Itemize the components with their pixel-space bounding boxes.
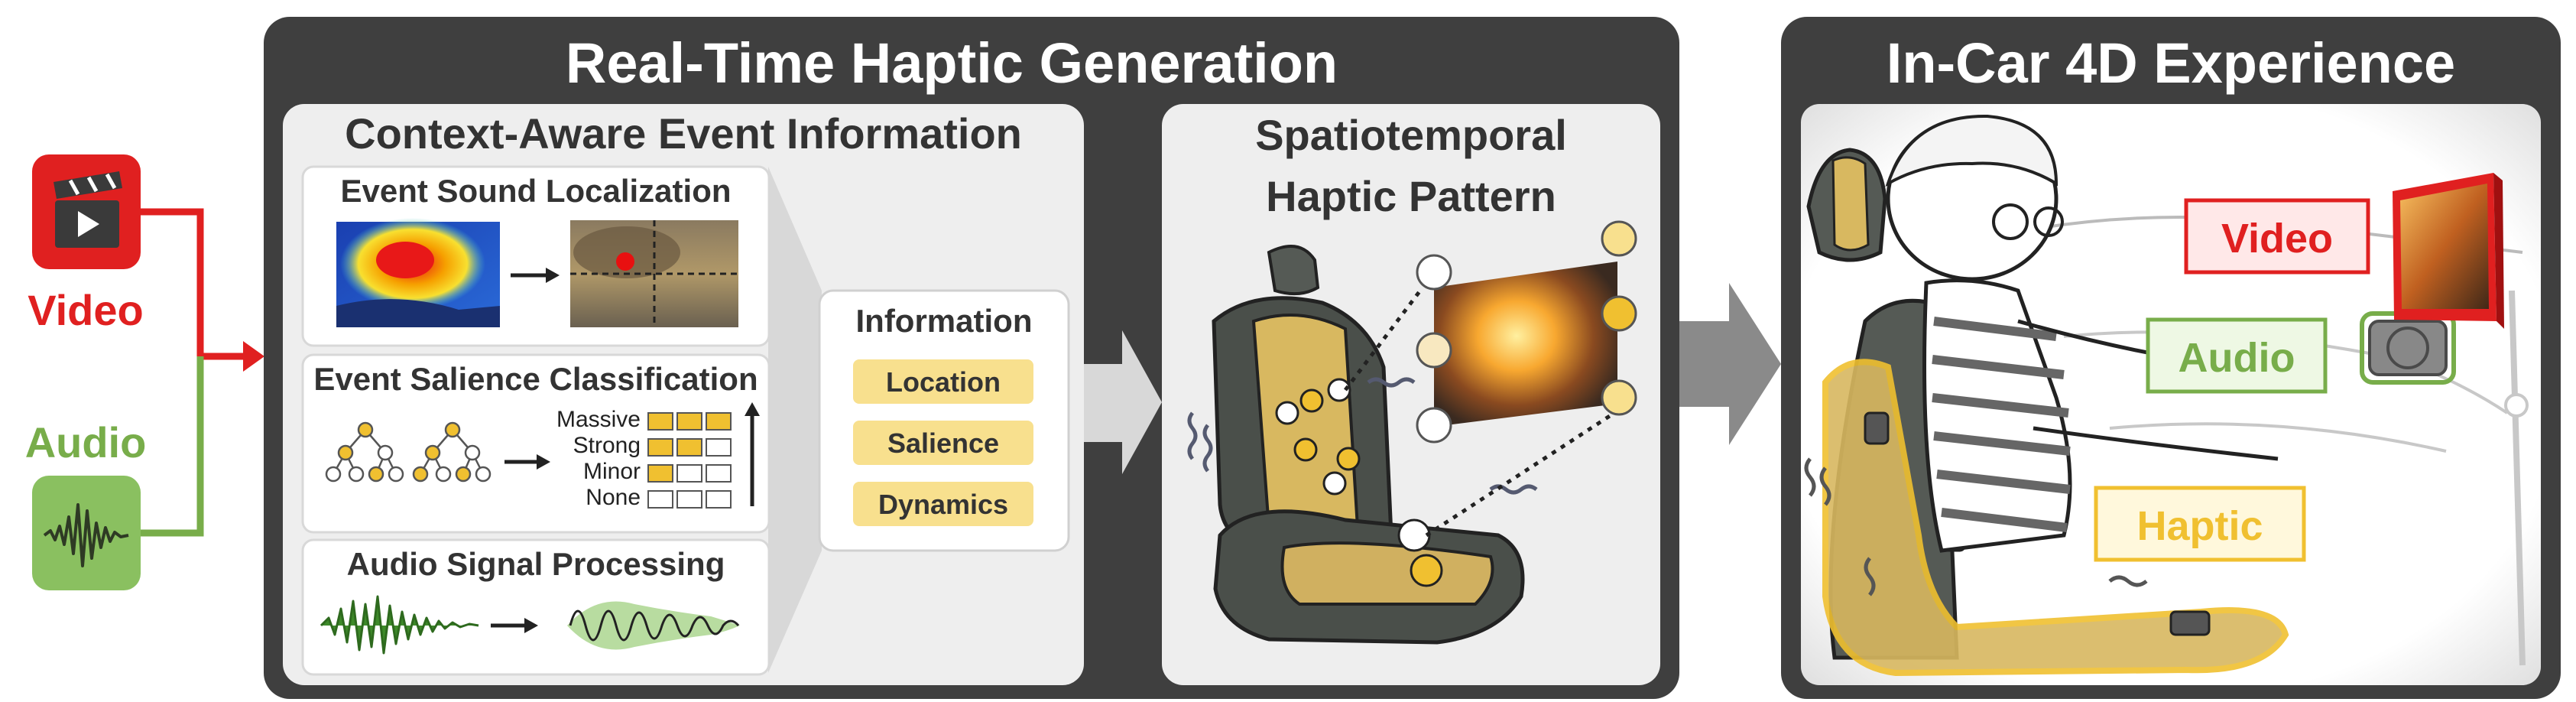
information-title: Information <box>856 303 1033 339</box>
generation-title: Real-Time Haptic Generation <box>566 31 1338 95</box>
video-label: Video <box>28 286 143 334</box>
clapperboard-icon <box>54 171 122 248</box>
raw-waveform <box>320 595 479 655</box>
heatmap-thumbnail <box>336 218 500 327</box>
card-processing: Audio Signal Processing <box>301 538 771 676</box>
salience-level-cell <box>676 438 702 457</box>
car-seat-illustration <box>1187 245 1616 645</box>
info-pill-location <box>853 359 1033 404</box>
tag-audio-label: Audio <box>2179 335 2295 381</box>
funnel-shade <box>768 167 822 673</box>
salience-level-cell <box>706 412 732 431</box>
waveform-icon <box>43 503 129 567</box>
generation-to-experience-arrow <box>1679 283 1781 445</box>
info-pill-location-label: Location <box>886 366 1001 398</box>
info-pill-salience <box>853 421 1033 465</box>
card-salience: Event Salience Classification MassiveStr… <box>301 353 771 534</box>
tree-icon-right <box>412 421 492 483</box>
information-box: Information Location Salience Dynamics <box>818 289 1070 552</box>
info-pill-dynamics <box>853 482 1033 526</box>
tag-audio: Audio <box>2146 317 2328 394</box>
salience-level-cell <box>706 490 732 509</box>
context-to-pattern-arrow <box>1084 330 1162 474</box>
salience-title: Event Salience Classification <box>313 361 758 397</box>
salience-level-cell <box>706 464 732 483</box>
scene-thumbnail <box>570 220 738 327</box>
localization-title: Event Sound Localization <box>340 173 731 209</box>
salience-level-label: Minor <box>583 459 641 484</box>
pattern-frame <box>1416 220 1637 444</box>
context-title: Context-Aware Event Information <box>345 109 1022 158</box>
salience-level-label: Strong <box>573 433 641 458</box>
experience-title: In-Car 4D Experience <box>1887 31 2455 95</box>
info-pill-dynamics-label: Dynamics <box>878 489 1008 520</box>
input-audio: Audio <box>25 418 147 590</box>
audio-label: Audio <box>25 418 147 466</box>
salience-level-cell <box>647 438 673 457</box>
in-car-illustration <box>1804 114 2529 677</box>
card-localization: Event Sound Localization <box>301 165 771 347</box>
salience-level-cell <box>647 464 673 483</box>
tag-video-label: Video <box>2221 216 2333 262</box>
pattern-title-line2: Haptic Pattern <box>1266 172 1556 220</box>
input-connectors <box>141 208 264 537</box>
processing-title: Audio Signal Processing <box>347 546 725 582</box>
tag-haptic-label: Haptic <box>2136 503 2263 549</box>
processed-waveform <box>567 601 740 650</box>
salience-level-cell <box>706 438 732 457</box>
tree-icon-left <box>325 421 404 483</box>
salience-level-cell <box>676 412 702 431</box>
salience-level-cell <box>647 490 673 509</box>
input-arrowhead <box>243 341 264 372</box>
tag-haptic: Haptic <box>2094 486 2306 562</box>
salience-level-label: Massive <box>556 407 641 432</box>
salience-level-cell <box>676 464 702 483</box>
salience-level-cell <box>676 490 702 509</box>
tag-video: Video <box>2184 198 2370 275</box>
pattern-title-line1: Spatiotemporal <box>1255 111 1567 159</box>
input-video: Video <box>28 154 144 334</box>
salience-level-label: None <box>586 485 641 510</box>
info-pill-salience-label: Salience <box>887 427 999 459</box>
salience-level-cell <box>647 412 673 431</box>
